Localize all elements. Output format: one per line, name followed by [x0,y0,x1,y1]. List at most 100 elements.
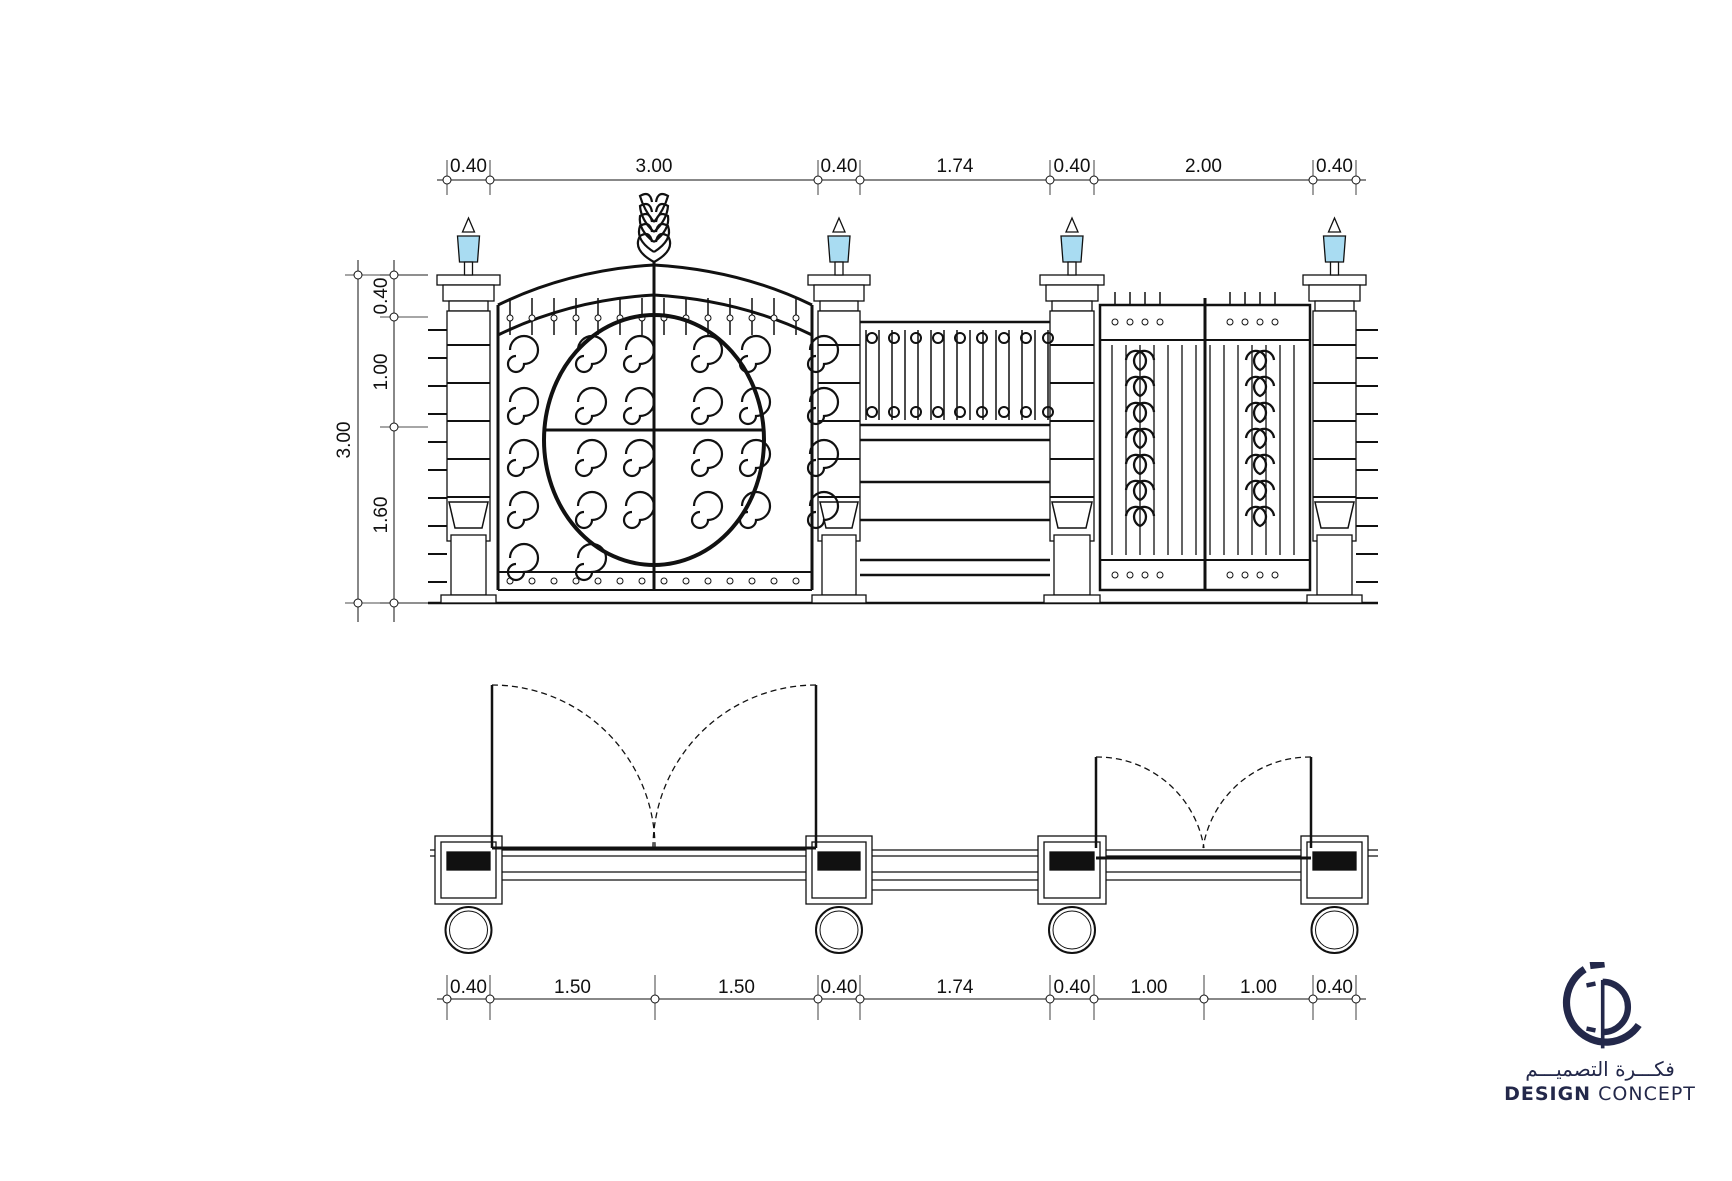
lantern-icon [1322,216,1347,276]
crest-scroll [653,192,670,223]
scroll-ornament [622,490,656,530]
lantern-top [461,216,476,233]
dim-tick [485,994,495,1004]
scroll-ornament [1244,349,1276,372]
rail-diamond [572,577,580,585]
lantern-post [1329,261,1340,276]
rail-diamond [1256,318,1264,326]
plan-pillar [434,835,503,954]
fence-finial-ornament [954,332,966,344]
rail-diamond [594,577,602,585]
scroll-ornament [506,542,540,582]
pillar-cornice [813,284,865,302]
fence-finial-ornament [976,332,988,344]
urn-planter-icon [448,501,489,529]
pillar-hatch [446,851,491,871]
scroll-ornament [574,386,608,426]
scroll-ornament [1244,453,1276,476]
picket-knob [748,314,756,322]
top-dimension-label: 1.74 [937,156,974,177]
front-elevation [428,192,1378,605]
pillar-base [1043,594,1101,604]
planter-circle-inner [1052,910,1092,950]
lantern-top [1327,216,1342,233]
pillar-cornice [1308,284,1361,302]
fence-finial-ornament [910,332,922,344]
dim-tick [813,994,823,1004]
scroll-ornament [506,490,540,530]
logo-word-design: DESIGN [1504,1083,1592,1105]
fence-finial-ornament [998,332,1010,344]
fence-finial-ornament [1020,406,1032,418]
rail-diamond [660,577,668,585]
pillar-hatch [1049,851,1095,871]
picket-knob [528,314,536,322]
lantern-post [834,261,844,276]
dim-tick [389,598,399,608]
pillar-neck [819,300,859,312]
planter-circle-inner [1315,910,1354,950]
scroll-ornament [690,438,724,478]
dim-tick [1045,994,1055,1004]
scroll-ornament [738,438,772,478]
planter-circle [815,906,863,954]
scroll-ornament [690,334,724,374]
height-segment-label: 0.40 [371,278,392,315]
rail-diamond [1256,571,1264,579]
dim-tick [389,270,399,280]
rail-diamond [1271,571,1279,579]
pillar [1302,216,1367,604]
scroll-ornament [738,386,772,426]
dim-tick [855,175,865,185]
top-dimension-label: 0.40 [450,156,487,177]
lantern-top [832,216,846,233]
pillar-cap [1039,274,1105,286]
picket-knob [572,314,580,322]
bottom-dimension-label: 1.50 [554,977,591,998]
dim-tick [1199,994,1209,1004]
rail-diamond [528,577,536,585]
scroll-ornament [690,386,724,426]
pillar-hatch [817,851,861,871]
scroll-ornament [806,334,840,374]
pillar-cornice [1045,284,1099,302]
picket-knob [726,314,734,322]
lantern-icon [827,216,851,276]
rail-diamond [550,577,558,585]
gate-swing-arc [1202,756,1312,849]
scroll-ornament [1244,505,1276,528]
pillar-cap [807,274,871,286]
gate-swing-arc [652,684,817,849]
fence-finial-ornament [888,406,900,418]
rail-diamond [1126,318,1134,326]
lantern-top [1065,216,1079,233]
scroll-ornament [622,386,656,426]
fence-finial-ornament [932,406,944,418]
boundary-fence [860,320,1054,577]
height-total-label: 3.00 [334,422,355,459]
pillar-neck [1314,300,1355,312]
pillar-cap [1302,274,1367,286]
scroll-ornament [690,490,724,530]
plan-pillar [805,835,873,954]
scroll-ornament [506,334,540,374]
top-dimension-label: 0.40 [1316,156,1353,177]
picket-knob [506,314,514,322]
rail-diamond [1156,571,1164,579]
design-concept-logo: فكـــرة التصميـــم DESIGN CONCEPT [1480,962,1720,1106]
dim-tick [1089,175,1099,185]
lantern-icon [1060,216,1084,276]
fence-finial-ornament [932,332,944,344]
fence-finial-ornament [1042,332,1054,344]
scroll-ornament [738,490,772,530]
pillar-pedestal [1316,534,1353,596]
crest-scroll [638,202,655,233]
pillar-pedestal [450,534,487,596]
bottom-dimension-label: 1.50 [718,977,755,998]
lantern-glass [456,235,481,263]
pillar [1039,216,1105,604]
scroll-ornament [806,438,840,478]
lantern-icon [456,216,481,276]
